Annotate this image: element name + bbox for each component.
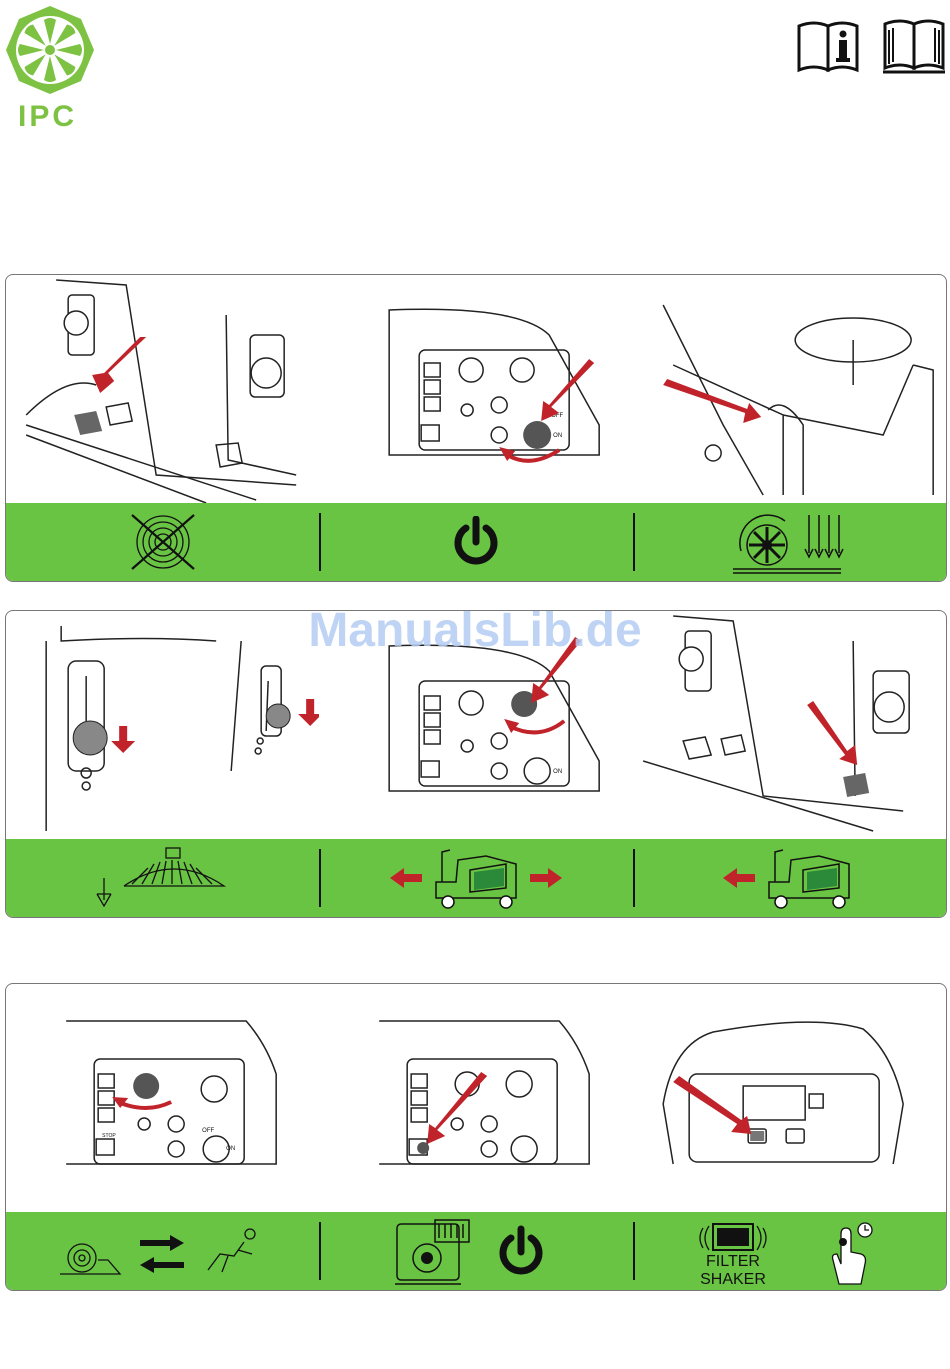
icon-band-2 <box>6 839 946 917</box>
machine-reverse-icon <box>719 842 859 914</box>
filter-label-line2: SHAKER <box>700 1271 766 1288</box>
illustration-speed-selector: OFF ON STOP <box>6 984 319 1212</box>
no-vibration-icon <box>126 513 200 571</box>
step-panel-1: OFF ON <box>5 274 947 582</box>
step-panel-2: ON <box>5 610 947 918</box>
illustration-engine-stop <box>319 984 632 1212</box>
illustration-speed-knob: ON <box>319 611 632 839</box>
filter-fan-down-icon <box>729 507 849 577</box>
brush-down-icon <box>88 842 238 914</box>
on-label: ON <box>226 1146 235 1152</box>
svg-text:ON: ON <box>553 769 562 775</box>
manual-icons <box>796 18 946 74</box>
step-panel-3: OFF ON STOP <box>5 983 947 1291</box>
ipc-logo: IPC <box>4 4 96 132</box>
icon-band-1 <box>6 503 946 581</box>
svg-text:ON: ON <box>553 433 562 439</box>
brand-name: IPC <box>18 100 77 134</box>
engine-power-icon <box>391 1214 561 1288</box>
off-label: OFF <box>202 1128 214 1134</box>
icon-band-3: FILTER SHAKER <box>6 1212 946 1290</box>
machine-forward-reverse-icon <box>386 842 566 914</box>
stop-label: STOP <box>102 1133 116 1139</box>
filter-shaker-icon: FILTER SHAKER <box>689 1214 889 1288</box>
open-book-icon <box>882 18 946 74</box>
illustration-seat-lever <box>633 275 946 503</box>
power-icon <box>450 516 502 568</box>
illustration-brush-lever <box>6 611 319 839</box>
manual-info-icon <box>796 18 860 74</box>
illustration-filter-shaker <box>633 984 946 1212</box>
slow-fast-swap-icon <box>58 1220 268 1282</box>
illustration-key-switch: OFF ON <box>319 275 632 503</box>
filter-label-line1: FILTER <box>706 1253 760 1270</box>
illustration-brake-pedal <box>6 275 319 503</box>
ipc-logo-mark <box>4 4 96 96</box>
illustration-reverse-pedal <box>633 611 946 839</box>
